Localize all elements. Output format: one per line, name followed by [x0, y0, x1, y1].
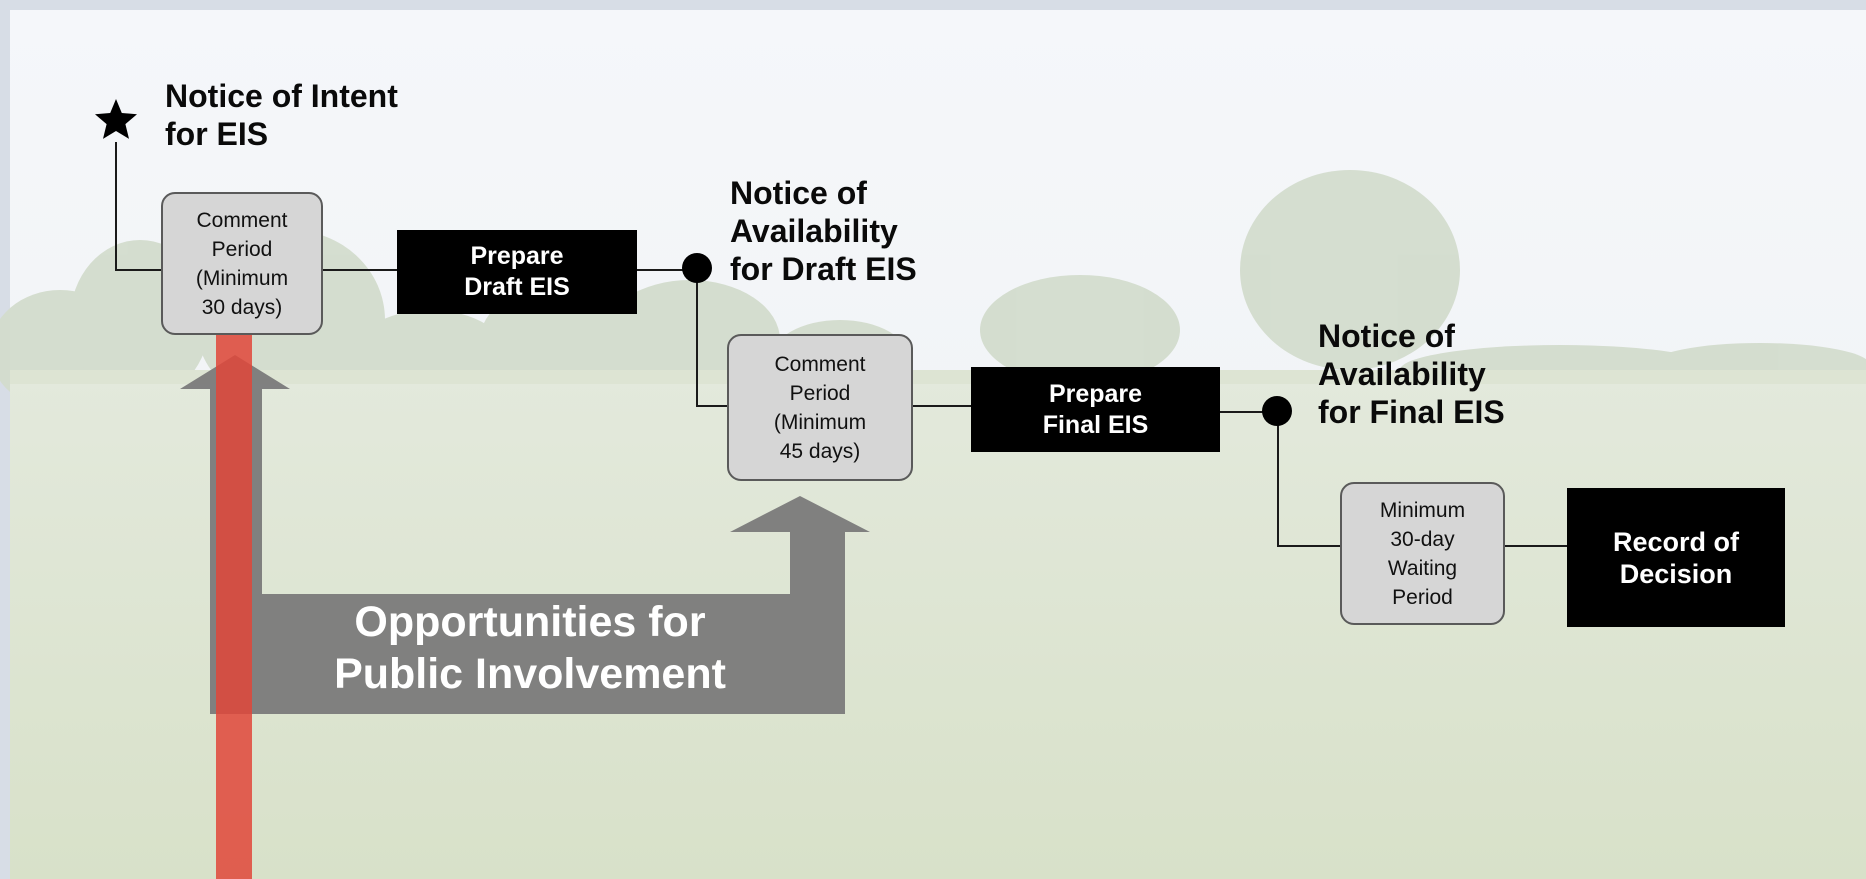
waiting-period-box: Minimum 30-day Waiting Period — [1340, 482, 1505, 625]
red-timeline-bar — [216, 333, 252, 879]
public-involvement-label: Opportunities for Public Involvement — [334, 598, 726, 698]
connector-lines — [115, 142, 1568, 547]
draft-notice-dot-icon — [682, 253, 712, 283]
public-involvement-arrow — [180, 355, 870, 714]
record-of-decision-box: Record of Decision — [1567, 488, 1785, 627]
prepare-final-eis-box: Prepare Final EIS — [971, 367, 1220, 452]
comment-period-45-box: Comment Period (Minimum 45 days) — [727, 334, 913, 481]
notice-draft-eis-label: Notice of Availability for Draft EIS — [730, 175, 917, 287]
final-notice-dot-icon — [1262, 396, 1292, 426]
comment-period-30-box: Comment Period (Minimum 30 days) — [161, 192, 323, 335]
notice-of-intent-label: Notice of Intent for EIS — [165, 78, 398, 152]
star-icon — [95, 99, 137, 139]
prepare-draft-eis-box: Prepare Draft EIS — [397, 230, 637, 314]
notice-final-eis-label: Notice of Availability for Final EIS — [1318, 318, 1505, 430]
